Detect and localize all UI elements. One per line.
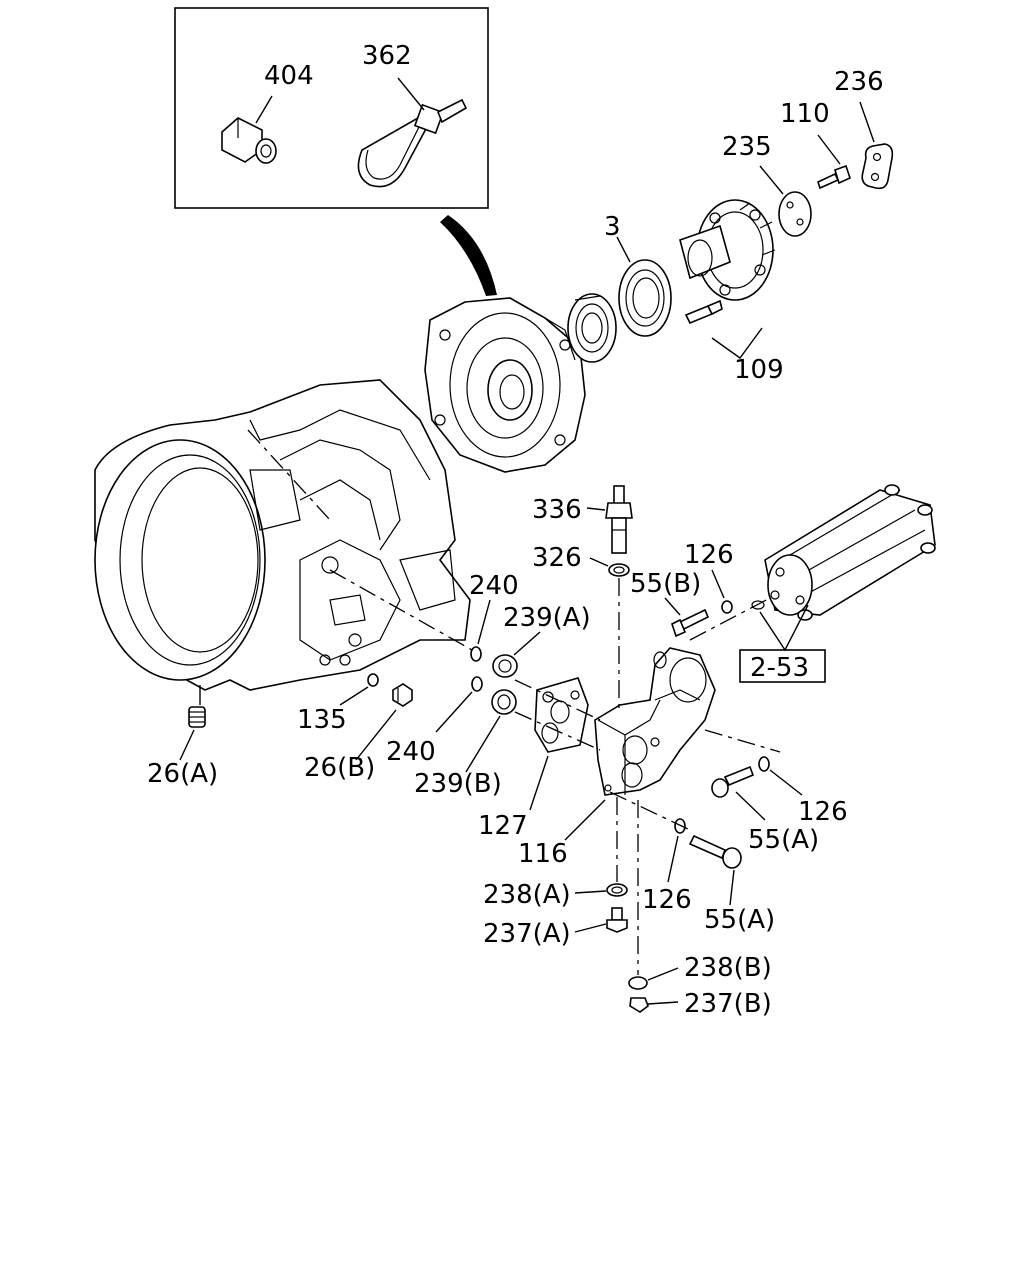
- reference-2-53: [739, 604, 826, 683]
- label-404: 404: [264, 61, 314, 91]
- label-236: 236: [834, 67, 884, 97]
- part-actuator-cylinder: [751, 484, 936, 621]
- part-116-valve-body: [564, 647, 716, 841]
- label-240-lower: 240: [386, 737, 436, 767]
- alignment-lines: [247, 429, 781, 975]
- part-235-plate: [759, 165, 812, 237]
- label-109: 109: [734, 355, 784, 385]
- label-326: 326: [532, 543, 582, 573]
- part-236-gasket: [859, 101, 894, 190]
- part-237b-plug: [629, 997, 679, 1013]
- label-336: 336: [532, 495, 582, 525]
- part-3-oil-seal: [616, 236, 672, 337]
- part-126-washer-top: [711, 569, 733, 614]
- label-237b: 237(B): [684, 989, 772, 1019]
- part-238b-washer: [628, 967, 679, 990]
- part-55a-bolt-lower: [688, 834, 742, 906]
- label-55a-upper: 55(A): [748, 825, 819, 855]
- part-110-bolt: [817, 134, 851, 190]
- label-237a: 237(A): [483, 919, 571, 949]
- part-55b-bolt: [664, 597, 710, 638]
- part-239b-seal: [465, 689, 517, 773]
- label-126-lower: 126: [642, 885, 692, 915]
- rear-cover-housing: [424, 297, 586, 473]
- part-240-o-ring-upper: [470, 599, 491, 662]
- label-135: 135: [297, 705, 347, 735]
- label-55b: 55(B): [630, 569, 701, 599]
- callout-labels: 404 362 236 110 235 3 109 336 326 126 55…: [147, 41, 884, 1019]
- part-404-fitting: [221, 95, 277, 164]
- part-126-washer-right: [758, 756, 803, 796]
- label-239a: 239(A): [503, 603, 591, 633]
- label-240-upper: 240: [469, 571, 519, 601]
- part-237a-plug: [574, 907, 628, 933]
- part-126-washer-lower: [667, 818, 686, 883]
- label-26a: 26(A): [147, 759, 218, 789]
- label-110: 110: [780, 99, 830, 129]
- part-flange: [679, 199, 776, 359]
- label-235: 235: [722, 132, 772, 162]
- label-127: 127: [478, 811, 528, 841]
- label-126-top: 126: [684, 540, 734, 570]
- inset-callout-arrow: [440, 215, 497, 296]
- inset-box: [174, 7, 497, 296]
- label-126-right: 126: [798, 797, 848, 827]
- label-55a-lower: 55(A): [704, 905, 775, 935]
- part-26b-plug: [355, 683, 413, 761]
- part-239a-seal: [492, 631, 541, 678]
- part-26a-plug: [179, 706, 206, 761]
- part-238a-washer: [574, 883, 628, 897]
- label-238a: 238(A): [483, 880, 571, 910]
- part-127-gasket: [529, 677, 589, 811]
- label-26b: 26(B): [304, 753, 375, 783]
- part-135-o-ring: [339, 673, 379, 706]
- part-336-sensor: [586, 485, 633, 554]
- label-2-53: 2-53: [750, 653, 809, 683]
- label-362: 362: [362, 41, 412, 71]
- part-240-o-ring-lower: [435, 676, 483, 733]
- part-362-cable-tie: [357, 77, 468, 188]
- label-116: 116: [518, 839, 568, 869]
- transmission-case: [94, 379, 471, 705]
- label-239b: 239(B): [414, 769, 502, 799]
- label-3: 3: [604, 212, 621, 242]
- label-238b: 238(B): [684, 953, 772, 983]
- part-326-washer: [589, 557, 630, 577]
- part-55a-bolt-upper: [711, 765, 766, 821]
- part-bearing-inner: [567, 293, 617, 363]
